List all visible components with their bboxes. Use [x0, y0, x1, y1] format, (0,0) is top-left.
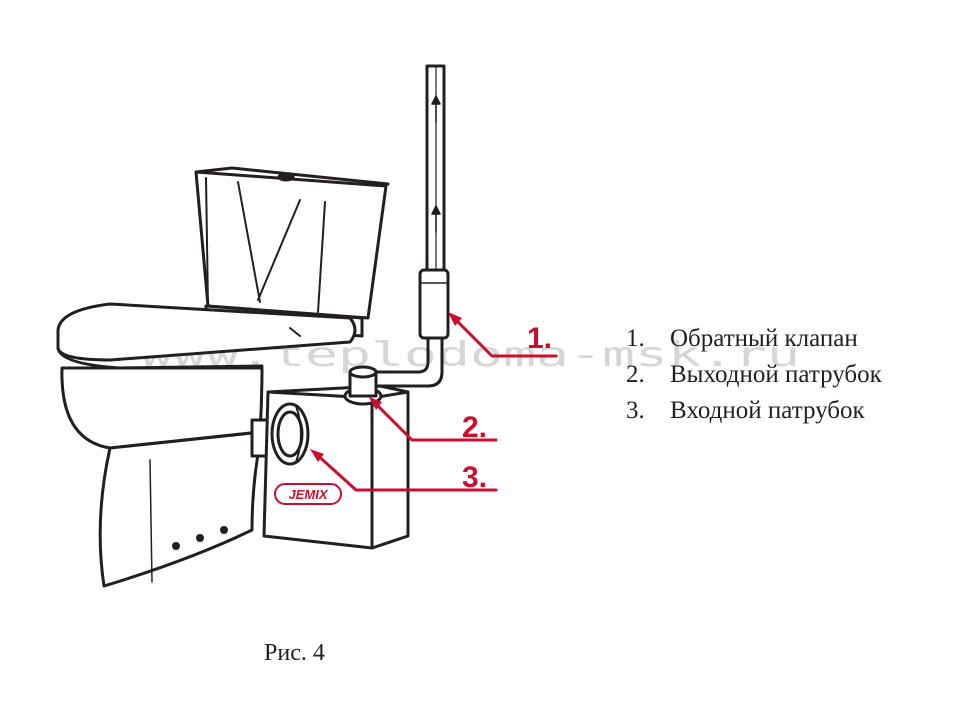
- legend-item: 2. Выходной патрубок: [626, 357, 882, 393]
- legend: 1. Обратный клапан 2. Выходной патрубок 3.…: [626, 321, 882, 429]
- legend-label: Обратный клапан: [670, 325, 858, 352]
- toilet-seat: [56, 302, 357, 370]
- callout-2: 2.: [462, 411, 487, 444]
- discharge-pipe: [425, 64, 446, 278]
- leader-line-2: [370, 398, 498, 442]
- legend-item: 3. Входной патрубок: [626, 393, 882, 429]
- callout-1: 1.: [527, 322, 552, 355]
- leader-line-3: [312, 450, 498, 492]
- legend-label: Выходной патрубок: [670, 361, 882, 388]
- inlet-connector: [270, 402, 310, 466]
- flow-arrow-icon: [431, 95, 441, 233]
- legend-number: 3.: [626, 397, 645, 424]
- legend-label: Входной патрубок: [670, 397, 865, 424]
- callout-3: 3.: [462, 461, 487, 494]
- leader-line-1: [450, 314, 558, 358]
- jemix-logo: JEMIX: [274, 483, 342, 505]
- legend-number: 1.: [626, 325, 645, 352]
- svg-text:JEMIX: JEMIX: [288, 487, 328, 502]
- legend-item: 1. Обратный клапан: [626, 321, 882, 357]
- check-valve: [418, 268, 450, 340]
- figure-caption: Рис. 4: [264, 640, 325, 666]
- legend-number: 2.: [626, 361, 645, 388]
- toilet-bowl: [60, 366, 264, 588]
- outlet-hose: [376, 336, 444, 388]
- outlet-fitting: [343, 365, 388, 406]
